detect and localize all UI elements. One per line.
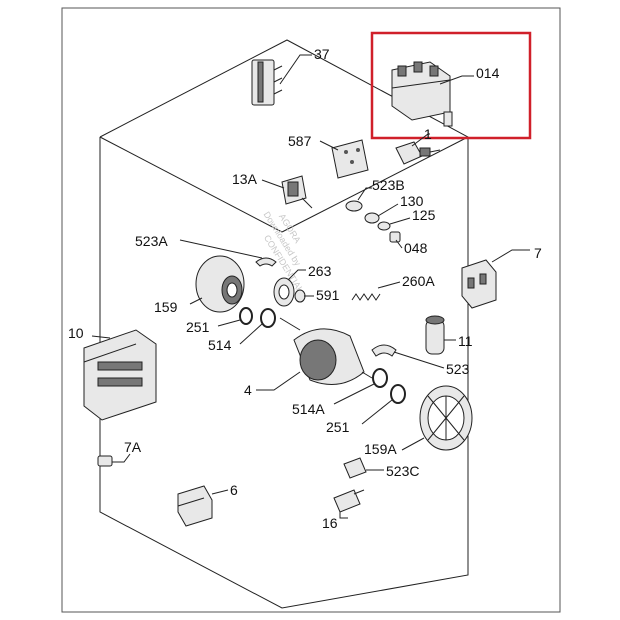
part-251-b[interactable] — [361, 384, 406, 425]
part-014[interactable] — [391, 61, 474, 127]
part-523[interactable] — [371, 344, 445, 369]
label-11: 11 — [458, 333, 473, 349]
diagram-border — [61, 7, 561, 613]
part-7[interactable] — [461, 249, 530, 309]
part-514[interactable] — [239, 308, 276, 345]
label-523B: 523B — [372, 177, 405, 193]
label-514A: 514A — [292, 401, 325, 417]
part-1[interactable] — [395, 133, 441, 165]
part-523C[interactable] — [343, 457, 384, 479]
label-514: 514 — [208, 337, 232, 353]
part-130[interactable] — [364, 203, 399, 224]
part-16[interactable] — [333, 489, 365, 519]
label-1: 1 — [424, 126, 432, 142]
label-251-a: 251 — [186, 319, 210, 335]
part-37[interactable] — [251, 54, 312, 106]
label-37: 37 — [314, 46, 330, 62]
label-048: 048 — [404, 240, 428, 256]
part-7A[interactable] — [97, 453, 131, 467]
part-514A[interactable] — [333, 368, 388, 405]
part-587[interactable] — [319, 139, 369, 179]
label-159: 159 — [154, 299, 178, 315]
part-10[interactable] — [83, 329, 157, 421]
part-523B[interactable] — [345, 187, 372, 212]
part-251-a[interactable] — [217, 307, 253, 327]
highlight-box — [370, 31, 532, 140]
part-159[interactable] — [189, 255, 245, 313]
part-125[interactable] — [377, 217, 411, 231]
label-4: 4 — [244, 382, 252, 398]
label-7A: 7A — [124, 439, 142, 455]
part-13A[interactable] — [261, 175, 313, 209]
label-523: 523 — [446, 361, 470, 377]
part-159A[interactable] — [401, 385, 473, 451]
label-6: 6 — [230, 482, 238, 498]
label-13A: 13A — [232, 171, 258, 187]
part-260A[interactable] — [351, 281, 401, 301]
label-10: 10 — [68, 325, 84, 341]
label-251-b: 251 — [326, 419, 350, 435]
label-16: 16 — [322, 515, 338, 531]
cabinet-outline — [99, 39, 469, 609]
label-159A: 159A — [364, 441, 397, 457]
part-11[interactable] — [425, 315, 456, 355]
part-523A[interactable] — [179, 239, 277, 267]
label-523A: 523A — [135, 233, 168, 249]
label-523C: 523C — [386, 463, 419, 479]
part-6[interactable] — [177, 485, 229, 527]
label-7: 7 — [534, 245, 542, 261]
label-260A: 260A — [402, 273, 435, 289]
label-591: 591 — [316, 287, 340, 303]
label-014: 014 — [476, 65, 500, 81]
label-263: 263 — [308, 263, 332, 279]
part-263[interactable] — [273, 269, 306, 307]
label-125: 125 — [412, 207, 436, 223]
part-4[interactable] — [256, 317, 373, 391]
part-591[interactable] — [294, 289, 314, 303]
label-130: 130 — [400, 193, 424, 209]
part-048[interactable] — [389, 231, 403, 249]
label-587: 587 — [288, 133, 312, 149]
